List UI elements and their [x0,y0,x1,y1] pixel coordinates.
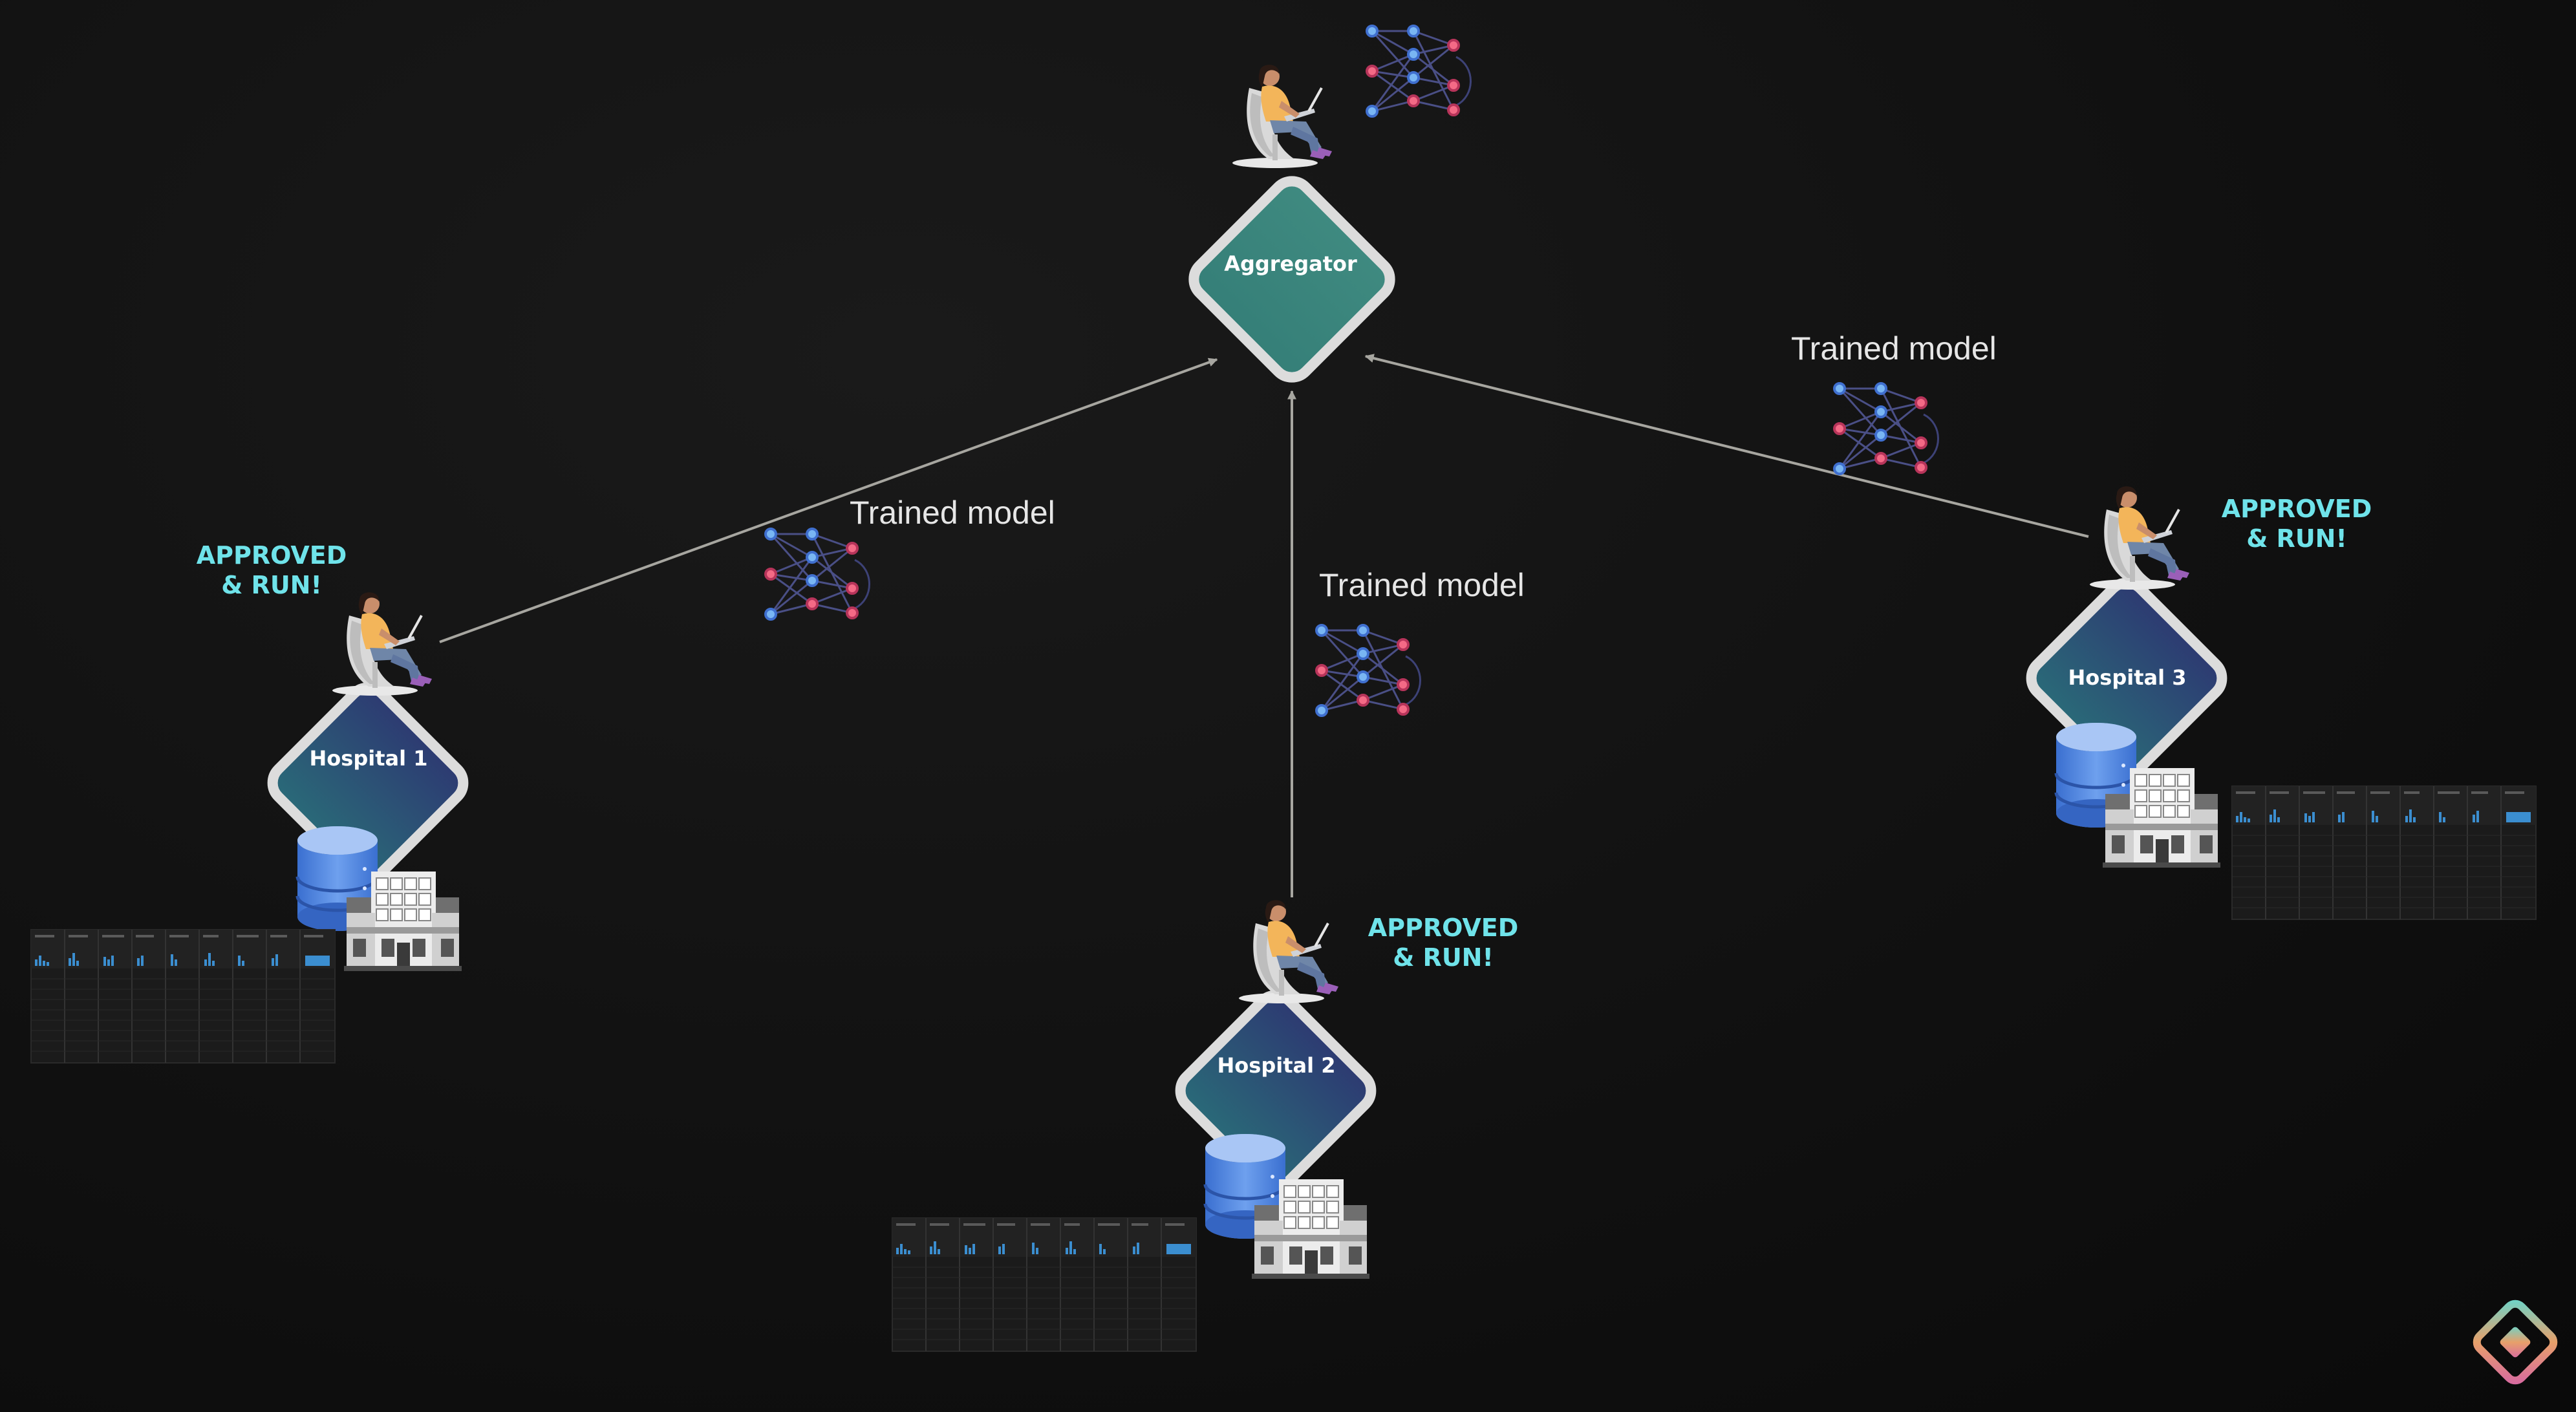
approved-status-line1: APPROVED [2222,495,2372,523]
edges [439,354,2089,897]
approved-status-line2: & RUN! [1393,943,1494,972]
edge-label-hospital1: Trained model [850,495,1055,531]
hospital-1-label: Hospital 1 [310,746,428,771]
aggregator-label: Aggregator [1224,251,1357,276]
person-with-laptop-icon [331,591,433,697]
approved-status-line2: & RUN! [221,571,322,599]
hospital-2-label: Hospital 2 [1218,1053,1336,1078]
neural-network-icon [1833,382,1940,475]
edge-label-hospital3: Trained model [1791,330,1997,367]
hospital-3-label: Hospital 3 [2068,665,2187,690]
neural-network-icon [1366,25,1472,118]
approved-status-line1: APPROVED [197,541,347,570]
approved-status-line2: & RUN! [2246,524,2347,553]
approved-status-line1: APPROVED [1368,914,1519,942]
edge-hospital3-to-aggregator [1364,354,2089,538]
aggregator-node: Aggregator [1188,176,1395,383]
neural-network-icon [764,528,871,621]
person-with-laptop-icon [1238,899,1340,1005]
person-with-laptop-icon [1231,63,1333,169]
edge-label-hospital2: Trained model [1319,567,1525,603]
neural-network-icon [1315,624,1422,717]
dataset-table-thumbnail [892,1217,1197,1352]
diamond-logo-icon [2473,1300,2558,1385]
edge-hospital1-to-aggregator [439,358,1218,643]
dataset-table-thumbnail [30,929,336,1064]
person-with-laptop-icon [2088,485,2191,591]
dataset-table-thumbnail [2231,786,2537,920]
